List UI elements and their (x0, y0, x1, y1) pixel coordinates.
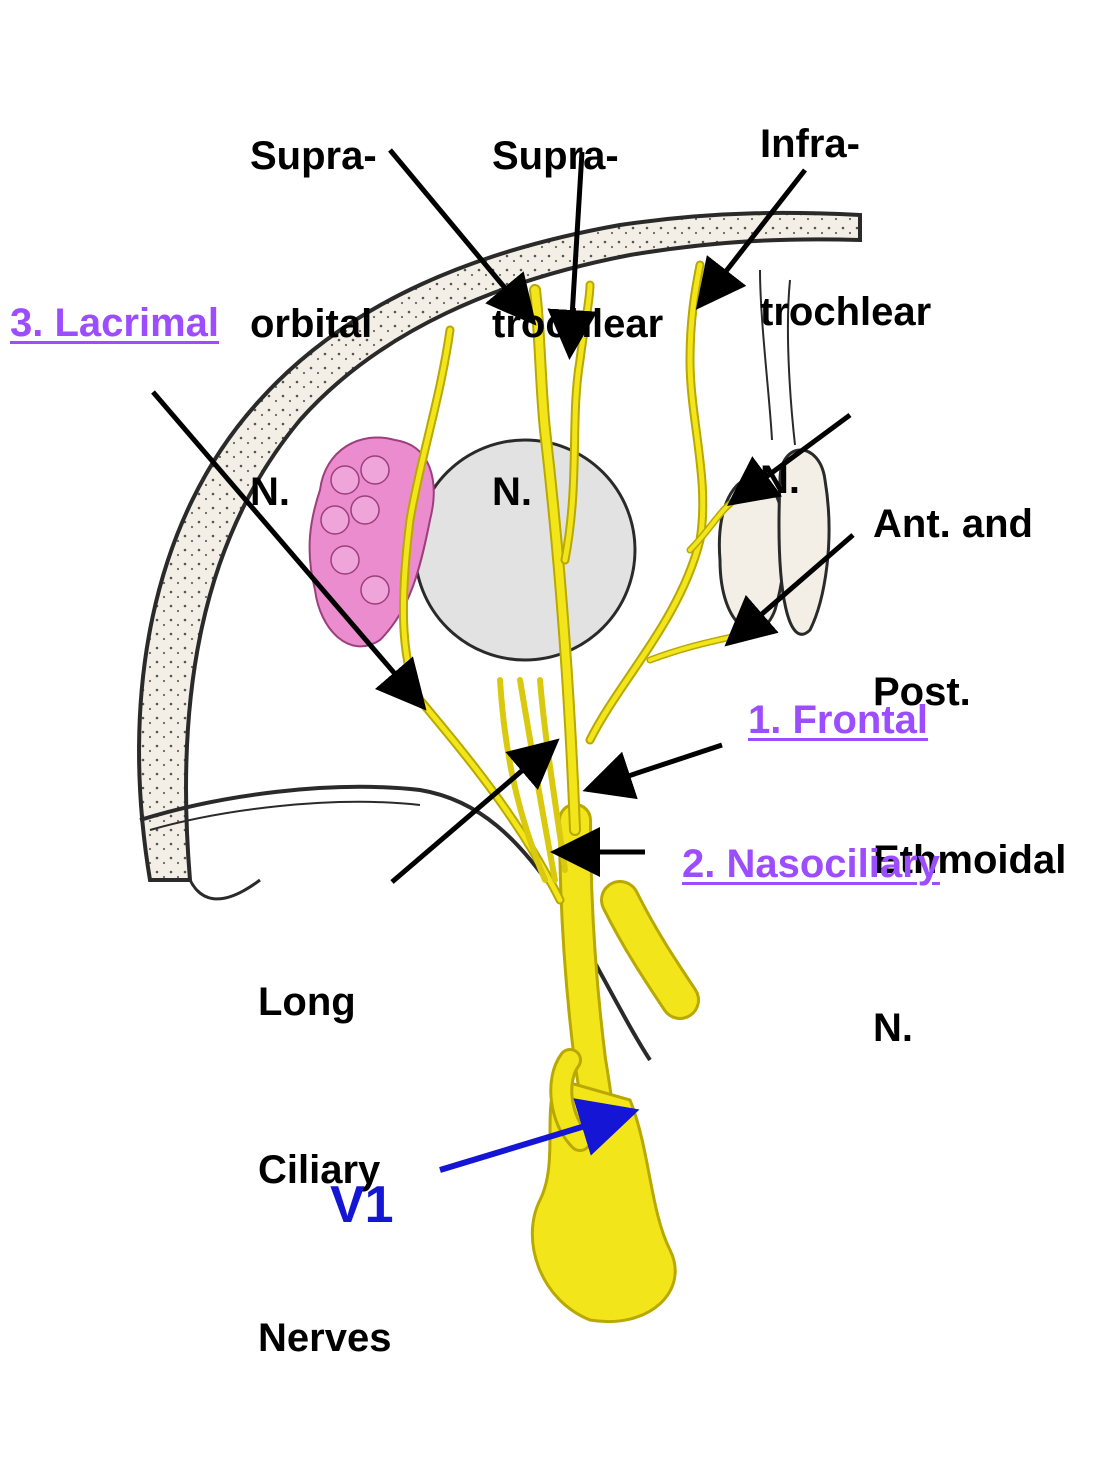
arrow-frontal (592, 745, 722, 788)
supratrochlear-line-2: trochlear (492, 296, 663, 352)
orbit-nerve-diagram: Supra- orbital N. Supra- trochlear N. In… (0, 0, 1109, 1339)
long-ciliary-label: Long Ciliary Nerves (258, 862, 391, 1478)
supraorbital-label: Supra- orbital N. (250, 16, 377, 632)
long-ciliary-line-3: Nerves (258, 1310, 391, 1366)
infratrochlear-line-2: trochlear (760, 284, 931, 340)
supraorbital-line-3: N. (250, 464, 377, 520)
supraorbital-line-1: Supra- (250, 128, 377, 184)
ethmoidal-label: Ant. and Post. Ethmoidal N. (873, 384, 1066, 1168)
v1-label: V1 (330, 1175, 394, 1235)
supraorbital-line-2: orbital (250, 296, 377, 352)
supratrochlear-line-1: Supra- (492, 128, 663, 184)
long-ciliary-line-1: Long (258, 974, 391, 1030)
supratrochlear-label: Supra- trochlear N. (492, 16, 663, 632)
infratrochlear-line-1: Infra- (760, 116, 931, 172)
lacrimal-nerve-link[interactable]: 3. Lacrimal (10, 295, 219, 351)
frontal-nerve-link[interactable]: 1. Frontal (748, 692, 928, 748)
nasociliary-nerve-link[interactable]: 2. Nasociliary (682, 836, 940, 892)
supratrochlear-line-3: N. (492, 464, 663, 520)
ethmoidal-line-1: Ant. and (873, 496, 1066, 552)
ethmoidal-line-4: N. (873, 1000, 1066, 1056)
